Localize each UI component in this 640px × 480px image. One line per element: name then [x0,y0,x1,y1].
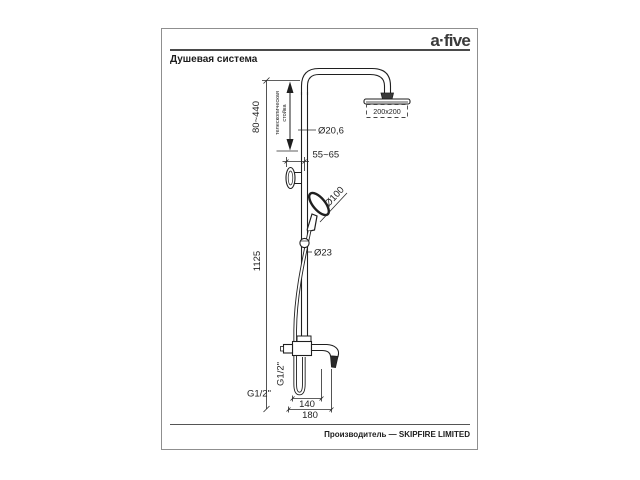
arm-diameter-label: Ø20,6 [318,126,344,137]
header-divider [170,49,470,51]
dimension-arm-diameter: Ø20,6 [298,126,344,137]
dimension-spout-reach: 140 [290,369,324,410]
wall-distance-label: 55~65 [313,150,340,161]
shower-arm [300,67,392,95]
dimension-handshower-diameter: Ø100 [319,185,348,223]
shower-hose [293,230,312,396]
dimension-column-height: 1125 [252,77,270,413]
telescopic-note-line1: телескопическая [275,91,281,135]
manufacturer-label: Производитель — SKIPFIRE LIMITED [324,430,470,439]
spout-reach-label: 140 [299,399,315,410]
brand-logo: a·five [430,31,470,50]
telescopic-range-label: 80~440 [251,101,262,133]
column-height-label: 1125 [252,251,263,271]
overhead-shower: 200x200 [363,92,411,118]
overall-reach-label: 180 [302,410,318,421]
slider-clamp [299,237,310,249]
slider-diameter-label: Ø23 [314,248,332,259]
page-title: Душевая система [170,54,258,65]
hose-thread-label: G1/2" [276,362,287,386]
dimension-wall-distance: 55~65 [282,150,340,171]
dimension-telescopic-range: телескопическая стойка 80~440 [251,80,300,152]
spout-outlet [330,355,339,368]
dimension-overall-reach: 180 [286,369,334,421]
head-size-label: 200x200 [373,107,401,116]
mixer-assembly [280,335,340,368]
mixer-handle [282,343,294,354]
riser-pipe [300,92,309,336]
footer-divider [170,424,470,425]
head-outline-dashed [366,104,408,118]
hand-shower [306,191,331,232]
telescopic-note-line2: стойка [281,104,288,122]
dimension-slider-diameter: Ø23 [306,248,332,259]
spout [310,343,340,358]
drawing-frame [161,28,478,450]
inlet-thread-label: G1/2" [247,389,271,400]
wall-bracket [285,166,302,190]
